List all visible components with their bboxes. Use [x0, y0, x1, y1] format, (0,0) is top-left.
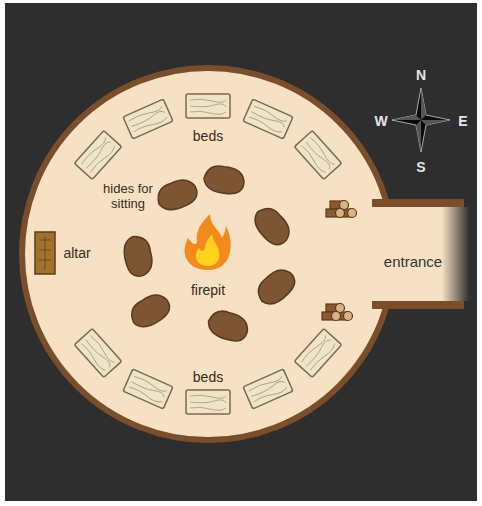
- firepit-flame: [185, 214, 231, 270]
- compass-label: E: [458, 113, 467, 129]
- entrance-passage: [370, 207, 470, 301]
- firewood: [322, 201, 357, 321]
- entrance-label: entrance: [384, 253, 442, 270]
- area-label: beds: [193, 128, 223, 144]
- altar: [35, 232, 55, 274]
- area-label: firepit: [191, 282, 225, 298]
- area-label: hides for sitting: [103, 182, 153, 212]
- area-label: altar: [63, 245, 90, 261]
- area-label: beds: [193, 369, 223, 385]
- background: [5, 3, 477, 501]
- compass-label: N: [416, 67, 426, 83]
- altar-detail: [39, 236, 51, 270]
- beds: [74, 94, 341, 414]
- compass-rose: [392, 88, 450, 152]
- room-wall: [22, 68, 394, 440]
- compass-label: S: [416, 159, 425, 175]
- corridor-wall: [372, 199, 464, 207]
- corridor-wall: [372, 301, 464, 309]
- compass-label: W: [374, 113, 387, 129]
